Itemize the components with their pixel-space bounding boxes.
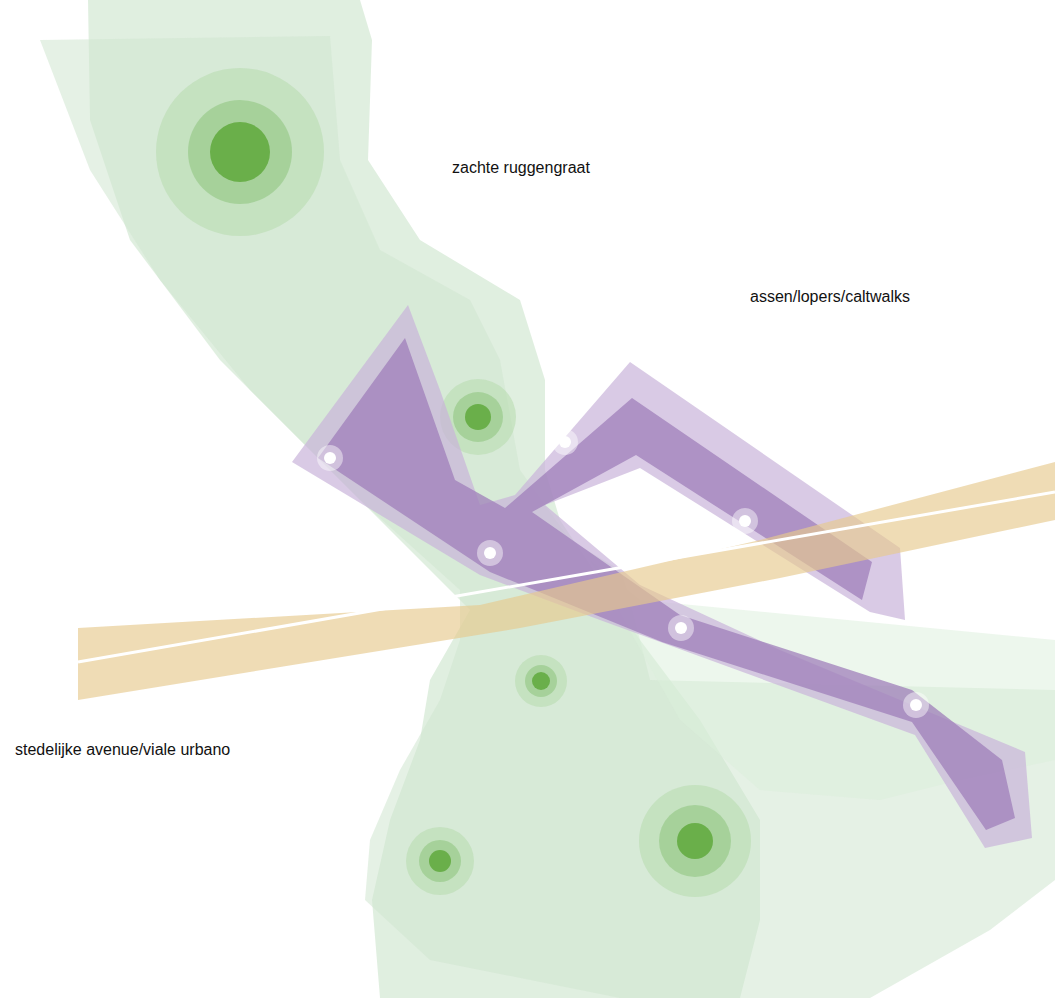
region-label: zachte ruggengraat [452,158,590,177]
region-label: stedelijke avenue/viale urbano [15,740,230,759]
green-backbone [40,0,1055,998]
urban-avenue [78,462,1055,700]
axis-nodes [317,429,929,718]
region-label: assen/lopers/caltwalks [750,287,910,306]
